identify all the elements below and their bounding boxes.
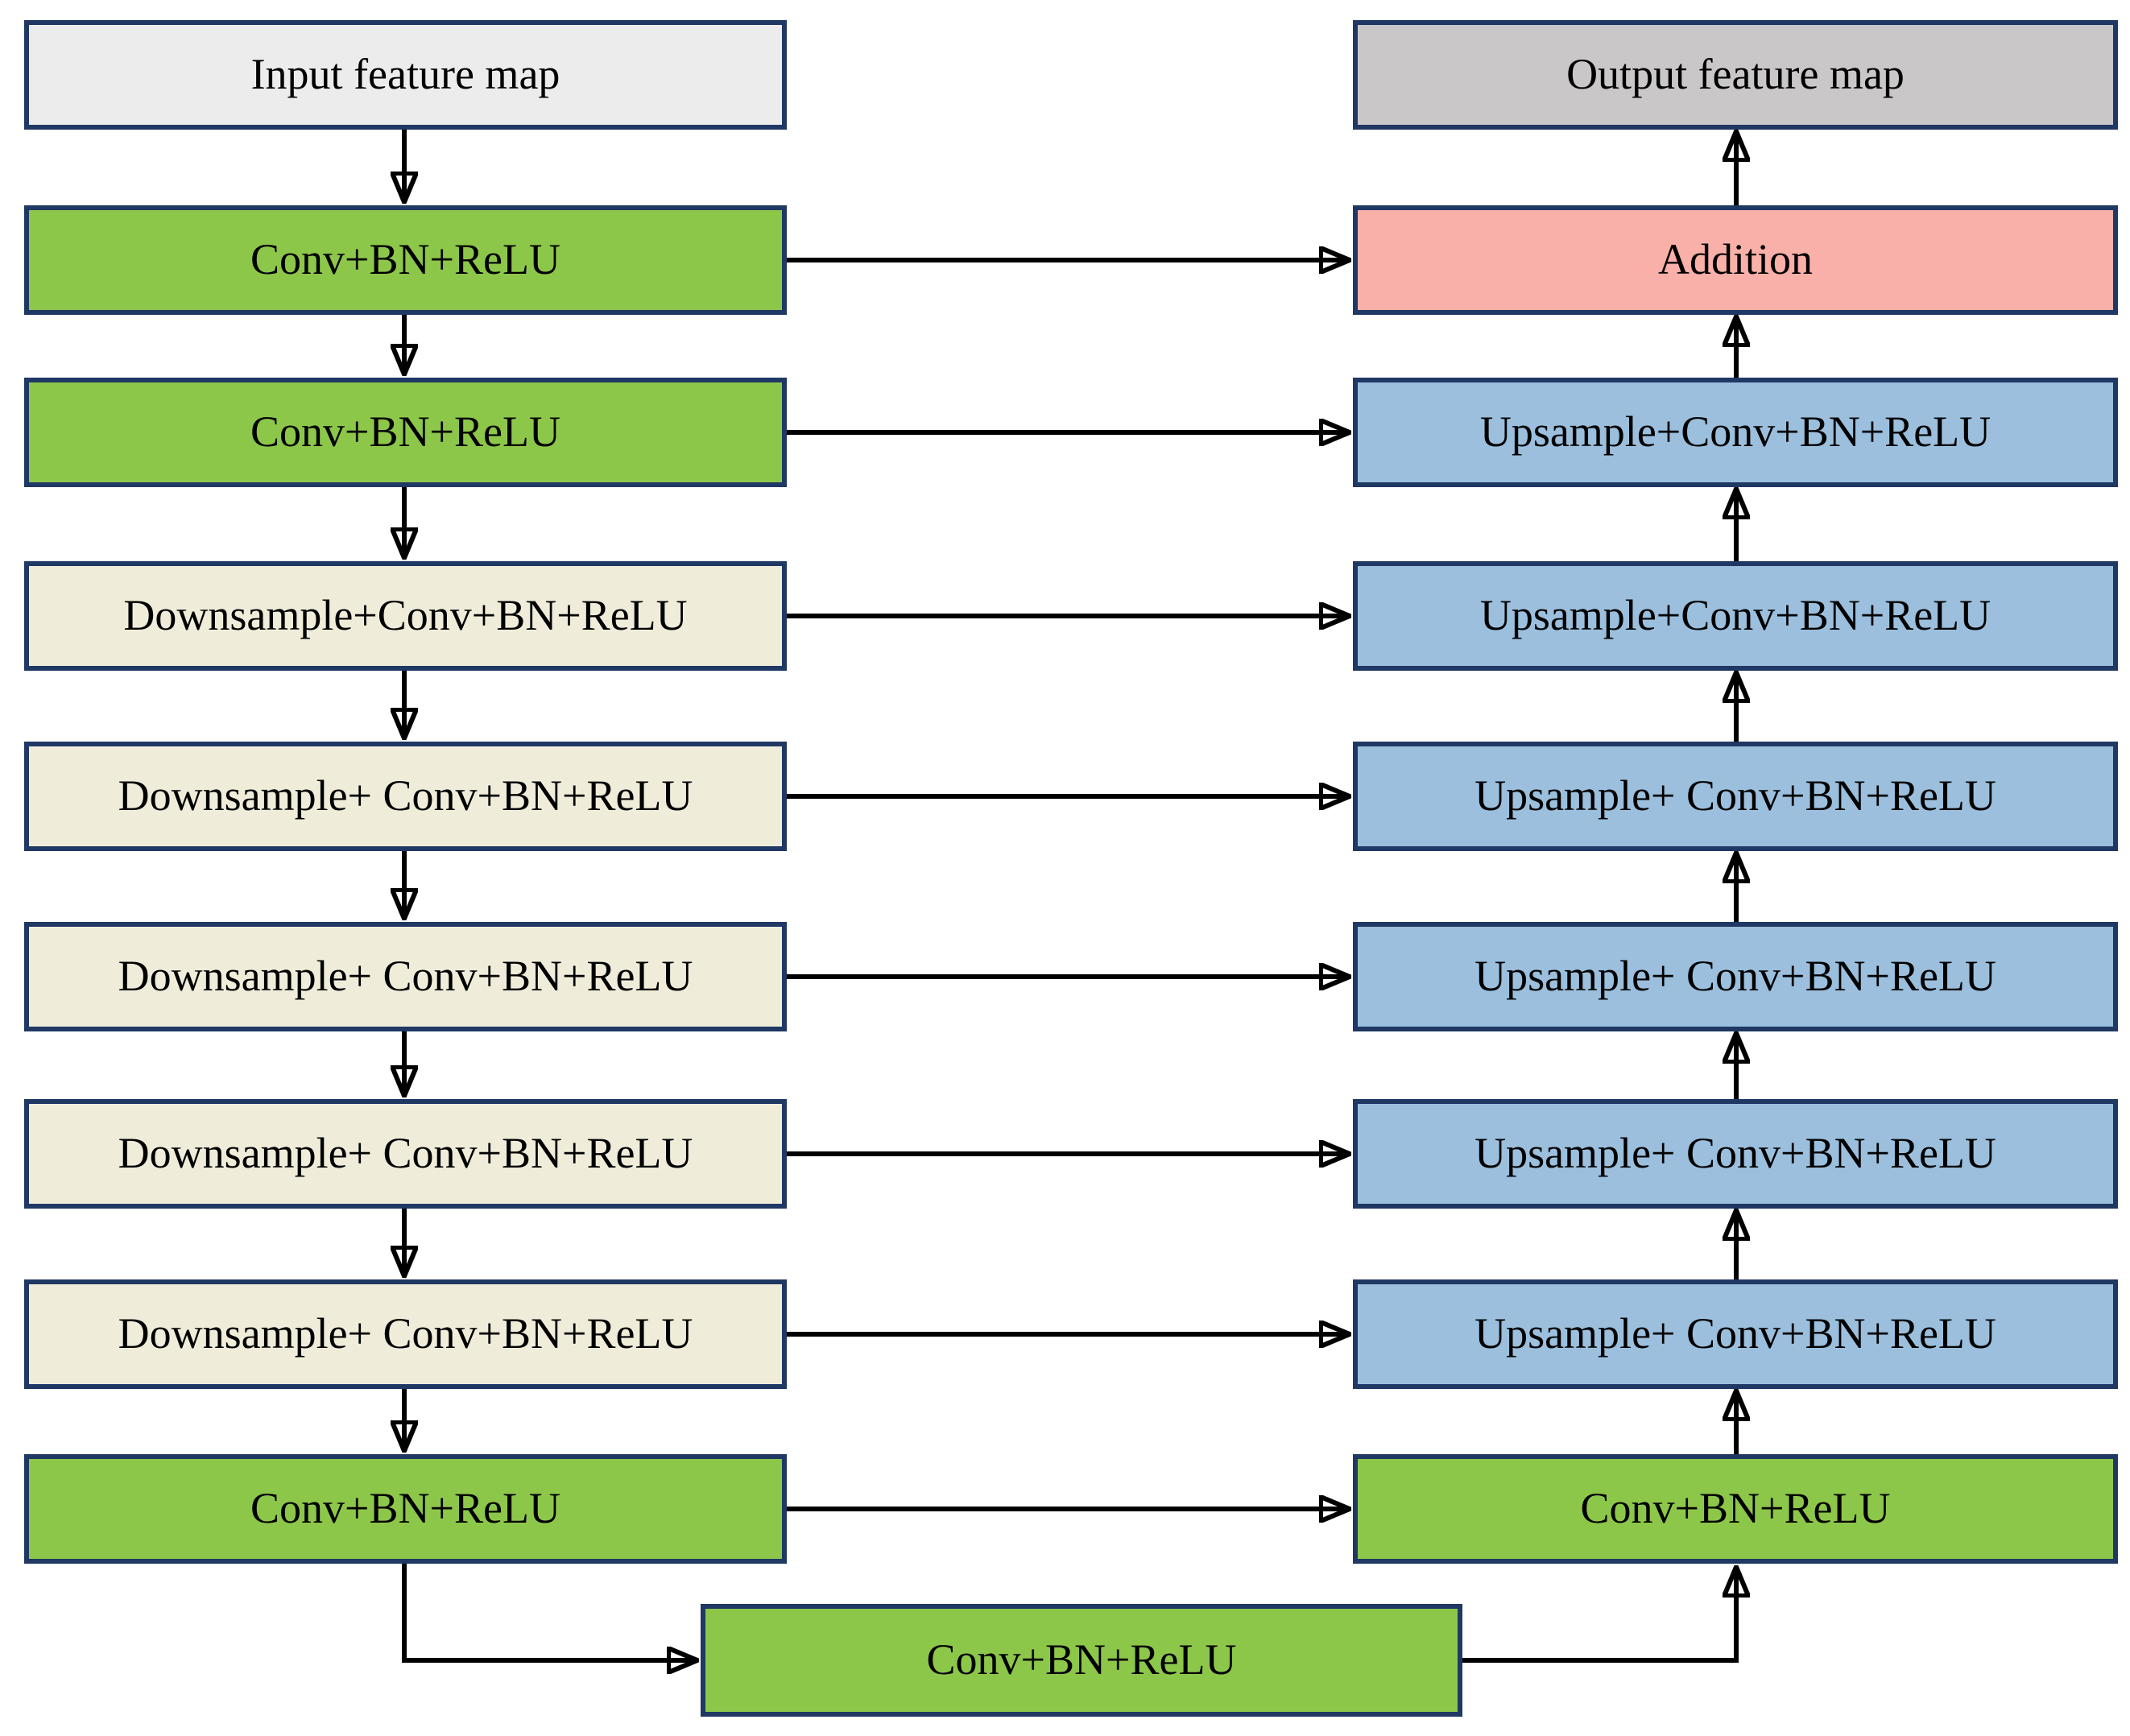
encoder-conv2-label: Conv+BN+ReLU [250,407,560,457]
decoder-upsample3-label: Upsample+ Conv+BN+ReLU [1474,771,1996,820]
decoder-upsample5-box: Upsample+ Conv+BN+ReLU [1353,1099,2118,1209]
encoder-conv3-label: Conv+BN+ReLU [250,1484,560,1533]
decoder-upsample2-box: Upsample+Conv+BN+ReLU [1353,561,2118,671]
addition-box: Addition [1353,205,2118,315]
decoder-upsample2-label: Upsample+Conv+BN+ReLU [1479,591,1991,640]
decoder-conv-label: Conv+BN+ReLU [1580,1484,1891,1533]
input-feature-map-label: Input feature map [250,50,560,99]
decoder-upsample4-box: Upsample+ Conv+BN+ReLU [1353,922,2118,1031]
bottleneck-conv-box: Conv+BN+ReLU [701,1604,1462,1717]
decoder-upsample5-label: Upsample+ Conv+BN+ReLU [1474,1129,1996,1178]
encoder-conv1-box: Conv+BN+ReLU [24,205,787,315]
encoder-downsample4-label: Downsample+ Conv+BN+ReLU [118,1129,693,1178]
encoder-conv2-box: Conv+BN+ReLU [24,378,787,487]
bottleneck-conv-label: Conv+BN+ReLU [926,1635,1237,1684]
encoder-conv3-box: Conv+BN+ReLU [24,1454,787,1564]
decoder-upsample1-label: Upsample+Conv+BN+ReLU [1479,407,1991,457]
input-feature-map-box: Input feature map [24,20,787,130]
decoder-upsample3-box: Upsample+ Conv+BN+ReLU [1353,742,2118,851]
encoder-conv1-label: Conv+BN+ReLU [250,235,560,284]
encoder-downsample1-box: Downsample+Conv+BN+ReLU [24,561,787,671]
decoder-conv-box: Conv+BN+ReLU [1353,1454,2118,1564]
bottleneck-in-elbow-arrow [402,1564,696,1660]
encoder-downsample3-label: Downsample+ Conv+BN+ReLU [118,952,693,1001]
encoder-downsample4-box: Downsample+ Conv+BN+ReLU [24,1099,787,1209]
bottleneck-out-elbow-arrow [1462,1569,1736,1663]
decoder-upsample6-box: Upsample+ Conv+BN+ReLU [1353,1279,2118,1389]
encoder-downsample1-label: Downsample+Conv+BN+ReLU [123,591,688,640]
decoder-upsample6-label: Upsample+ Conv+BN+ReLU [1474,1309,1996,1358]
encoder-downsample5-label: Downsample+ Conv+BN+ReLU [118,1309,693,1358]
output-feature-map-box: Output feature map [1353,20,2118,130]
encoder-downsample3-box: Downsample+ Conv+BN+ReLU [24,922,787,1031]
decoder-upsample4-label: Upsample+ Conv+BN+ReLU [1474,952,1996,1001]
encoder-downsample5-box: Downsample+ Conv+BN+ReLU [24,1279,787,1389]
addition-label: Addition [1657,235,1813,284]
encoder-downsample2-box: Downsample+ Conv+BN+ReLU [24,742,787,851]
encoder-downsample2-label: Downsample+ Conv+BN+ReLU [118,771,693,820]
output-feature-map-label: Output feature map [1566,50,1905,99]
decoder-upsample1-box: Upsample+Conv+BN+ReLU [1353,378,2118,487]
